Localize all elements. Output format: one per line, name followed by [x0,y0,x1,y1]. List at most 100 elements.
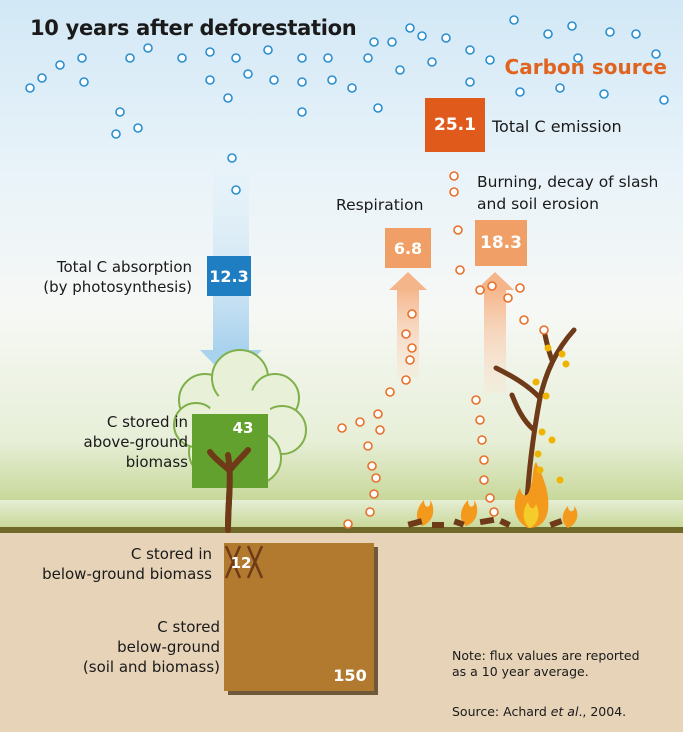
co2-bubble-blue [427,57,437,67]
source-citation: Source: Achard et al., 2004. [452,704,626,720]
co2-bubble-orange [539,325,549,335]
co2-bubble-blue [323,53,333,63]
above-ground-label-line1: C stored in [106,413,188,431]
co2-bubble-blue [515,87,525,97]
co2-bubble-orange [367,461,377,471]
carbon-source-label: Carbon source [504,55,667,79]
co2-bubble-orange [477,435,487,445]
co2-bubble-blue [205,47,215,57]
absorption-box: 12.3 [207,256,251,296]
co2-bubble-blue [55,60,65,70]
source-suffix: ., 2004. [578,704,627,719]
co2-bubble-orange [401,329,411,339]
co2-bubble-blue [485,55,495,65]
below-ground-biomass-label-line2: below-ground biomass [42,565,212,583]
co2-bubble-orange [515,283,525,293]
co2-bubble-blue [77,53,87,63]
below-ground-biomass-label-line1: C stored in [130,545,212,563]
ember-dot [538,428,546,436]
burning-label-line1: Burning, decay of slash [477,173,659,191]
co2-bubble-blue [631,29,641,39]
co2-bubble-blue [243,69,253,79]
below-ground-total-label-line1: C stored [157,618,220,636]
co2-bubble-blue [417,31,427,41]
below-ground-biomass-value-wrap: 12 [228,552,254,574]
co2-bubble-orange [519,315,529,325]
below-ground-total-value: 150 [333,665,367,685]
absorption-label-line2: (by photosynthesis) [43,278,192,296]
ember-dot [536,466,544,474]
ember-dot [544,344,552,352]
burning-arrow [476,272,514,393]
co2-bubble-blue [567,21,577,31]
co2-bubble-orange [363,441,373,451]
ember-dot [556,476,564,484]
co2-bubble-blue [509,15,519,25]
source-prefix: Source: Achard [452,704,551,719]
burning-label-line2: and soil erosion [477,195,599,213]
co2-bubble-blue [555,83,565,93]
flux-note-line1: Note: flux values are reported [452,648,640,663]
co2-bubble-orange [385,387,395,397]
dead-tree-icon [493,327,577,523]
co2-bubble-blue [79,77,89,87]
respiration-value: 6.8 [393,238,423,258]
co2-bubble-orange [475,285,485,295]
co2-bubble-orange [485,493,495,503]
co2-bubble-blue [369,37,379,47]
burning-label: Burning, decay of slash and soil erosion [477,171,658,215]
co2-bubble-orange [343,519,353,529]
co2-bubble-blue [133,123,143,133]
co2-bubble-blue [297,107,307,117]
co2-bubble-orange [503,293,513,303]
co2-bubble-orange [449,171,459,181]
flux-note: Note: flux values are reported as a 10 y… [452,648,640,680]
co2-bubble-orange [405,355,415,365]
co2-bubble-blue [143,43,153,53]
below-ground-biomass-label: C stored in below-ground biomass [30,544,212,584]
co2-bubble-blue [125,53,135,63]
absorption-label-line1: Total C absorption [56,258,192,276]
ember-dot [558,350,566,358]
total-emission-label: Total C emission [492,117,622,136]
co2-bubble-orange [471,395,481,405]
co2-bubble-blue [297,53,307,63]
co2-bubble-blue [465,77,475,87]
ember-dot [534,450,542,458]
ground-surface [0,527,683,533]
co2-bubble-orange [355,417,365,427]
ember-dot [542,392,550,400]
co2-bubble-blue [373,103,383,113]
slash-debris [407,516,563,528]
co2-bubble-blue [115,107,125,117]
co2-bubble-blue [347,83,357,93]
co2-bubble-blue [599,89,609,99]
co2-bubble-blue [263,45,273,55]
co2-bubble-blue [37,73,47,83]
burning-value: 18.3 [480,233,522,253]
absorption-value: 12.3 [209,266,249,286]
co2-bubble-orange [401,375,411,385]
respiration-box: 6.8 [385,228,431,268]
co2-bubble-blue [269,75,279,85]
co2-bubble-blue [231,185,241,195]
co2-bubble-blue [659,95,669,105]
co2-bubble-blue [441,33,451,43]
co2-bubble-orange [407,309,417,319]
respiration-label: Respiration [336,196,424,214]
co2-bubble-blue [231,53,241,63]
co2-bubble-orange [479,455,489,465]
co2-bubble-blue [223,93,233,103]
absorption-label: Total C absorption (by photosynthesis) [20,257,192,297]
co2-bubble-orange [487,281,497,291]
co2-bubble-orange [373,409,383,419]
total-emission-box: 25.1 [425,98,485,152]
below-ground-total-value-wrap: 150 [330,664,370,686]
co2-bubble-blue [395,65,405,75]
below-ground-biomass-value: 12 [230,554,252,572]
total-emission-value: 25.1 [434,115,476,135]
co2-bubble-orange [369,489,379,499]
co2-bubble-orange [453,225,463,235]
below-ground-total-label: C stored below-ground (soil and biomass) [40,617,220,677]
